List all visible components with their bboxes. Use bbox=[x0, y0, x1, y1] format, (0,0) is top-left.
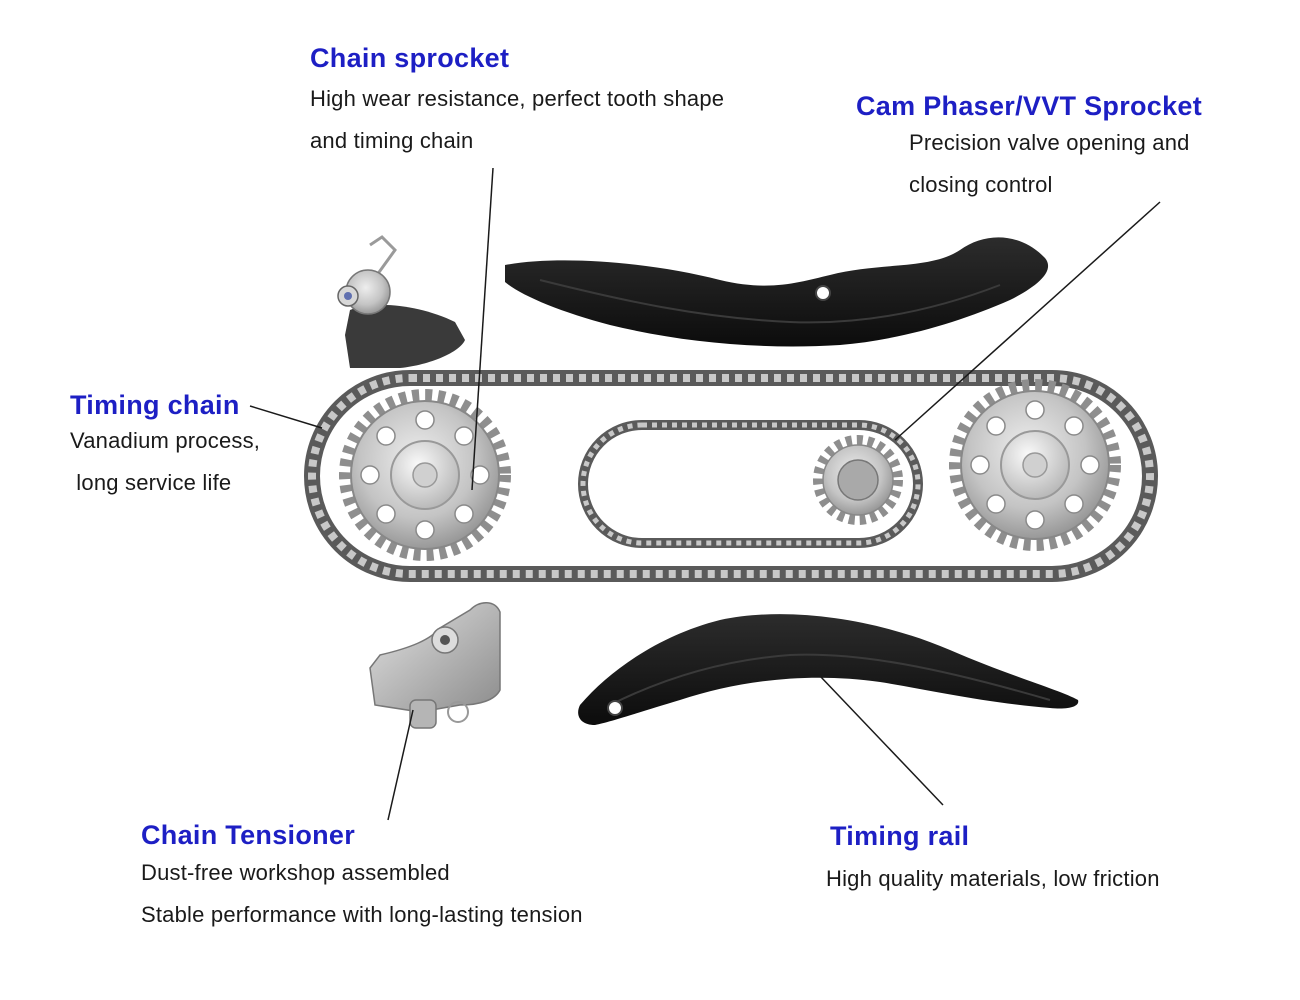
chain-tensioner-desc-line-2: Stable performance with long-lasting ten… bbox=[141, 902, 583, 927]
cam-phaser-desc-line-2: closing control bbox=[909, 172, 1053, 197]
upper-guide-rail bbox=[505, 237, 1049, 347]
timing-chain-callout-line bbox=[249, 405, 323, 429]
left-chain-sprocket bbox=[339, 389, 511, 561]
timing-chain-title: Timing chain bbox=[70, 390, 240, 420]
chain-sprocket-desc-line-1: High wear resistance, perfect tooth shap… bbox=[310, 86, 725, 111]
chain-tensioner-callout-line bbox=[387, 709, 414, 821]
chain-sprocket-callout-line bbox=[471, 167, 494, 491]
chain-tensioner-title: Chain Tensioner bbox=[141, 820, 356, 850]
timing-chain-desc-line-2: long service life bbox=[70, 470, 232, 495]
timing-rail-title: Timing rail bbox=[830, 821, 970, 851]
chain-sprocket-title: Chain sprocket bbox=[310, 43, 510, 73]
cam-phaser-title: Cam Phaser/VVT Sprocket bbox=[856, 91, 1203, 121]
cam-phaser-desc-line-1: Precision valve opening and bbox=[909, 130, 1190, 155]
right-cam-sprocket bbox=[949, 379, 1121, 551]
callout-lines bbox=[249, 167, 1161, 821]
chain-tensioner-desc-line-1: Dust-free workshop assembled bbox=[141, 860, 450, 885]
timing-rail-desc-line-1: High quality materials, low friction bbox=[826, 866, 1160, 891]
timing-rail-callout-line bbox=[819, 675, 944, 806]
spring-hook-tensioner bbox=[337, 235, 465, 368]
chain-sprocket-desc-line-2: and timing chain bbox=[310, 128, 474, 153]
hydraulic-chain-tensioner bbox=[369, 602, 501, 729]
inner-timing-chain bbox=[578, 420, 923, 548]
cam-phaser-callout-line bbox=[894, 201, 1161, 441]
lower-timing-rail bbox=[578, 614, 1079, 725]
small-crank-sprocket bbox=[813, 435, 903, 525]
main-timing-chain bbox=[304, 370, 1158, 582]
timing-chain-desc-line-1: Vanadium process, bbox=[70, 428, 261, 453]
